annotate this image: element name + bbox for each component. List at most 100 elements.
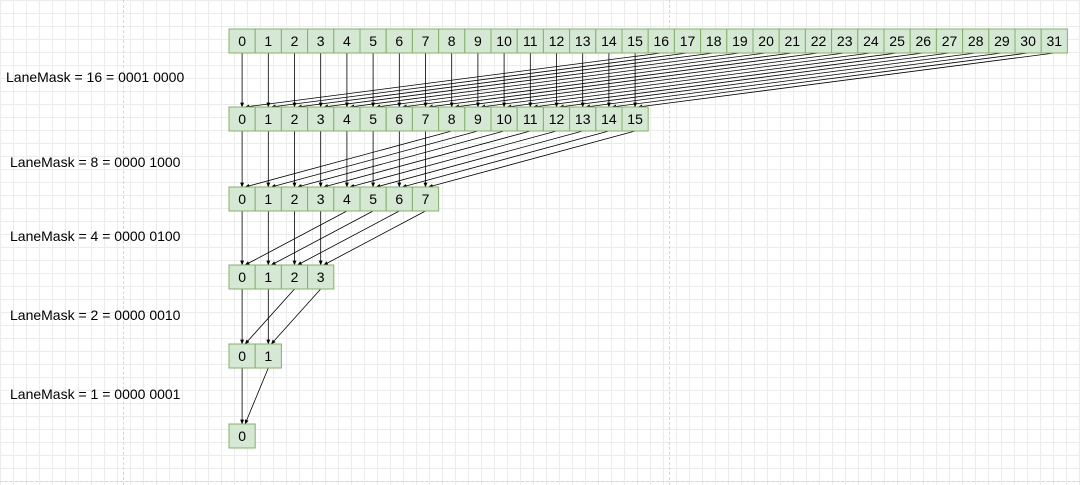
lane-index: 27 [942,33,958,49]
lane-cell: 0 [228,343,256,369]
lane-cell: 6 [385,28,413,54]
lane-index: 9 [474,111,482,127]
lane-index: 1 [264,111,272,127]
lane-index: 10 [496,33,512,49]
lane-index: 7 [422,111,430,127]
lane-index: 15 [627,33,643,49]
lane-index: 0 [238,428,246,444]
shuffle-arrow-fold [454,52,871,109]
shuffle-arrow-fold [375,52,793,109]
shuffle-arrow-fold [270,130,479,188]
lane-index: 12 [549,111,565,127]
lane-index: 5 [369,111,377,127]
lane-box [542,28,571,54]
lane-index: 3 [317,269,325,285]
lane-index: 23 [837,33,853,49]
lane-cell: 10 [490,28,518,54]
lane-index: 11 [523,111,538,127]
shuffle-arrow-fold [323,52,740,109]
lane-index: 0 [238,348,246,364]
lane-cell: 5 [359,28,387,54]
lane-cell: 1 [254,186,282,212]
lane-cell: 10 [490,106,518,132]
lane-box [962,28,990,54]
lane-index: 31 [1047,33,1063,49]
lane-index: 14 [601,33,617,49]
lane-cell: 2 [280,186,309,212]
lane-cell: 11 [516,106,544,132]
lane-index: 2 [291,191,299,207]
shuffle-arrow-fold [532,52,950,109]
shuffle-arrow-fold [297,130,505,188]
shuffle-arrow-fold [270,52,688,109]
lane-box [228,106,256,132]
lane-cell: 5 [359,186,387,212]
lane-box [385,106,413,132]
lane-box [280,28,309,54]
lane-cell: 17 [673,28,702,54]
lane-cell: 0 [228,28,256,54]
lane-box [307,186,335,212]
lane-cell: 29 [988,28,1016,54]
lane-box [254,343,282,369]
lane-index: 1 [264,191,272,207]
lane-cell: 2 [280,106,309,132]
lane-index: 8 [448,33,456,49]
lane-index: 17 [680,33,696,49]
lane-cell: 11 [516,28,544,54]
lane-index: 24 [863,33,879,49]
lane-box [228,28,256,54]
shuffle-arrow-fold [349,52,767,109]
lane-box [307,28,335,54]
lane-cell: 1 [254,343,282,369]
lane-box [464,106,492,132]
lane-cell: 14 [595,106,623,132]
lane-index: 1 [264,348,272,364]
shuffle-arrow-fold [349,130,557,188]
lane-cell: 7 [411,106,440,132]
shuffle-arrow-fold [611,52,1029,109]
lane-index: 8 [448,111,456,127]
lane-box [307,106,335,132]
lane-box [831,28,859,54]
lane-index: 18 [706,33,722,49]
lane-mask-label: LaneMask = 1 = 0000 0001 [10,386,181,402]
shuffle-arrow-fold [428,130,636,188]
lane-index: 3 [317,111,325,127]
lane-cell: 8 [438,28,466,54]
lane-cell: 2 [280,264,309,290]
lane-cell: 26 [909,28,937,54]
lane-box [542,106,571,132]
lane-box [333,106,361,132]
lane-cell: 23 [831,28,859,54]
lane-index: 30 [1020,33,1036,49]
shuffle-arrow-fold [244,210,348,266]
grid-guide-vertical [123,0,124,485]
lane-cell: 31 [1040,28,1068,54]
lane-index: 7 [422,33,430,49]
lane-box [726,28,754,54]
lane-index: 26 [916,33,932,49]
lane-index: 1 [264,33,272,49]
lane-box [778,28,806,54]
lane-box [490,106,518,132]
lane-cell: 4 [333,106,361,132]
lane-index: 3 [317,191,325,207]
shuffle-arrow-fold [297,210,400,266]
lane-cell: 13 [569,106,597,132]
lane-cell: 6 [385,186,413,212]
shuffle-arrow-fold [244,288,295,345]
lane-cell: 20 [752,28,780,54]
lane-cell: 0 [228,423,256,449]
lane-box [804,28,833,54]
lane-index: 6 [395,33,403,49]
grid-guide-horizontal [0,481,1080,482]
lane-box [411,186,440,212]
lane-index: 28 [968,33,984,49]
lane-box [280,186,309,212]
lane-cell: 16 [647,28,675,54]
lane-index: 13 [575,111,591,127]
lane-index: 1 [264,269,272,285]
